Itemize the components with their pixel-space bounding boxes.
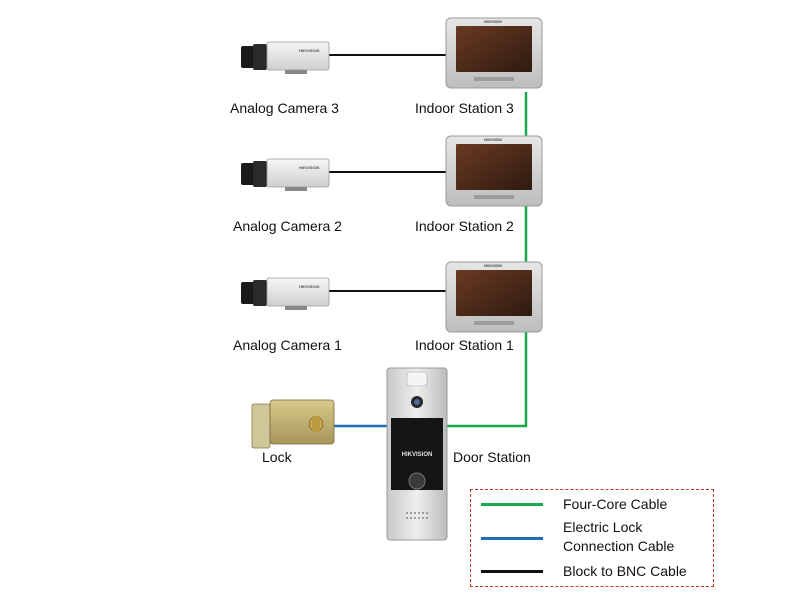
legend-swatch-electric-lock — [481, 537, 543, 540]
indoor-screen — [456, 270, 532, 316]
label-analog-camera-3: Analog Camera 3 — [230, 100, 339, 116]
legend: Four-Core Cable Electric Lock Connection… — [470, 489, 714, 587]
camera-body — [266, 41, 330, 71]
legend-swatch-four-core — [481, 503, 543, 506]
analog-camera-1: HIKVISION — [241, 277, 330, 310]
camera-lens-ring — [253, 280, 267, 306]
indoor-buttons — [474, 321, 514, 325]
indoor-station-3: HIKVISION — [445, 17, 543, 89]
electric-lock — [251, 399, 335, 449]
door-camera-lens-glass — [414, 399, 420, 405]
indoor-screen — [456, 26, 532, 72]
legend-swatch-bnc — [481, 570, 543, 573]
legend-label-bnc: Block to BNC Cable — [563, 563, 687, 579]
lock-strike-plate — [251, 403, 271, 449]
label-indoor-station-3: Indoor Station 3 — [415, 100, 514, 116]
camera-mount — [285, 306, 307, 310]
camera-mount — [285, 70, 307, 74]
camera-lens-ring — [253, 161, 267, 187]
label-door-station: Door Station — [453, 449, 531, 465]
label-lock: Lock — [262, 449, 292, 465]
door-call-button — [408, 472, 426, 490]
door-brand: HIKVISION — [402, 452, 433, 458]
label-analog-camera-1: Analog Camera 1 — [233, 337, 342, 353]
indoor-brand: HIKVISION — [484, 264, 502, 268]
door-speaker-grill — [406, 512, 428, 519]
label-analog-camera-2: Analog Camera 2 — [233, 218, 342, 234]
camera-lens-ring — [253, 44, 267, 70]
indoor-brand: HIKVISION — [484, 138, 502, 142]
camera-body — [266, 158, 330, 188]
indoor-station-2: HIKVISION — [445, 135, 543, 207]
indoor-brand: HIKVISION — [484, 20, 502, 24]
door-station: HIKVISION — [386, 367, 448, 541]
legend-label-electric-lock-line2: Connection Cable — [563, 538, 675, 554]
legend-label-electric-lock-line1: Electric Lock — [563, 519, 643, 535]
analog-camera-2: HIKVISION — [241, 158, 330, 191]
camera-lens — [241, 282, 255, 304]
indoor-buttons — [474, 195, 514, 199]
analog-camera-3: HIKVISION — [241, 41, 330, 74]
indoor-screen — [456, 144, 532, 190]
camera-brand: HIKVISION — [299, 284, 320, 289]
legend-label-four-core: Four-Core Cable — [563, 496, 668, 512]
camera-brand: HIKVISION — [299, 48, 320, 53]
label-indoor-station-2: Indoor Station 2 — [415, 218, 514, 234]
camera-lens — [241, 46, 255, 68]
indoor-station-1: HIKVISION — [445, 261, 543, 333]
lock-handle — [312, 416, 320, 432]
indoor-buttons — [474, 77, 514, 81]
lock-body — [269, 399, 335, 445]
door-top-light — [406, 371, 428, 387]
camera-brand: HIKVISION — [299, 165, 320, 170]
camera-mount — [285, 187, 307, 191]
camera-lens — [241, 163, 255, 185]
label-indoor-station-1: Indoor Station 1 — [415, 337, 514, 353]
camera-body — [266, 277, 330, 307]
